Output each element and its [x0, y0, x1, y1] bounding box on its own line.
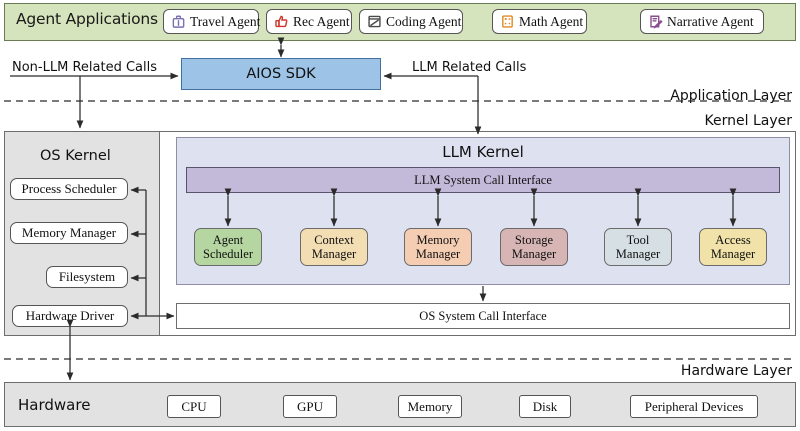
llm-manager-label-top: Access [715, 233, 751, 247]
llm-manager-label-top: Memory [416, 233, 460, 247]
llm-kernel-container [176, 137, 790, 285]
os-system-call-interface: OS System Call Interface [176, 303, 790, 329]
hardware-cpu[interactable]: CPU [167, 395, 221, 418]
hardware-memory[interactable]: Memory [398, 395, 462, 418]
agent-chip-label: Travel Agent [190, 13, 261, 29]
hardware-gpu[interactable]: GPU [283, 395, 337, 418]
suitcase-icon [171, 14, 186, 29]
os-module-hardware-driver[interactable]: Hardware Driver [12, 305, 128, 327]
os-module-memory-manager[interactable]: Memory Manager [10, 222, 128, 244]
application-layer-caption: Application Layer [670, 88, 792, 104]
hardware-disk[interactable]: Disk [519, 395, 571, 418]
llm-manager-label-bottom: Manager [511, 247, 557, 261]
kernel-layer-caption: Kernel Layer [704, 113, 792, 129]
llm-manager-label-bottom: Manager [311, 247, 357, 261]
document-pen-icon [648, 14, 663, 29]
os-kernel-title: OS Kernel [40, 148, 111, 164]
hardware-title: Hardware [18, 396, 91, 414]
code-window-icon [367, 14, 382, 29]
agent-chip-label: Coding Agent [386, 13, 462, 29]
llm-manager-label-bottom: Scheduler [203, 247, 253, 261]
llm-kernel-title: LLM Kernel [442, 143, 524, 161]
llm-manager-label-bottom: Manager [615, 247, 661, 261]
agent-chip-coding-agent[interactable]: Coding Agent [359, 9, 463, 34]
aios-sdk-box[interactable]: AIOS SDK [181, 58, 381, 90]
calculator-icon [500, 14, 515, 29]
os-module-filesystem[interactable]: Filesystem [46, 266, 128, 288]
llm-manager-label-top: Tool [626, 233, 650, 247]
llm-manager-label-top: Storage [514, 233, 554, 247]
agent-chip-label: Rec Agent [293, 13, 350, 29]
hardware-peripheral-devices[interactable]: Peripheral Devices [630, 395, 758, 418]
llm-manager-label-bottom: Manager [710, 247, 756, 261]
agent-chip-label: Math Agent [519, 13, 584, 29]
llm-related-calls-label: LLM Related Calls [412, 60, 527, 75]
agent-applications-title: Agent Applications [16, 10, 158, 28]
agent-chip-label: Narrative Agent [667, 13, 754, 29]
thumbs-up-icon [274, 14, 289, 29]
agent-chip-rec-agent[interactable]: Rec Agent [266, 9, 352, 34]
hardware-layer-caption: Hardware Layer [680, 363, 792, 379]
llm-system-call-interface: LLM System Call Interface [186, 167, 780, 193]
agent-chip-narrative-agent[interactable]: Narrative Agent [640, 9, 764, 34]
os-module-process-scheduler[interactable]: Process Scheduler [10, 178, 128, 200]
agent-chip-math-agent[interactable]: Math Agent [492, 9, 587, 34]
non-llm-related-calls-label: Non-LLM Related Calls [12, 60, 157, 75]
llm-manager-label-top: Context [314, 233, 354, 247]
llm-manager-label-top: Agent [212, 233, 244, 247]
agent-chip-travel-agent[interactable]: Travel Agent [163, 9, 261, 34]
llm-manager-label-bottom: Manager [415, 247, 461, 261]
